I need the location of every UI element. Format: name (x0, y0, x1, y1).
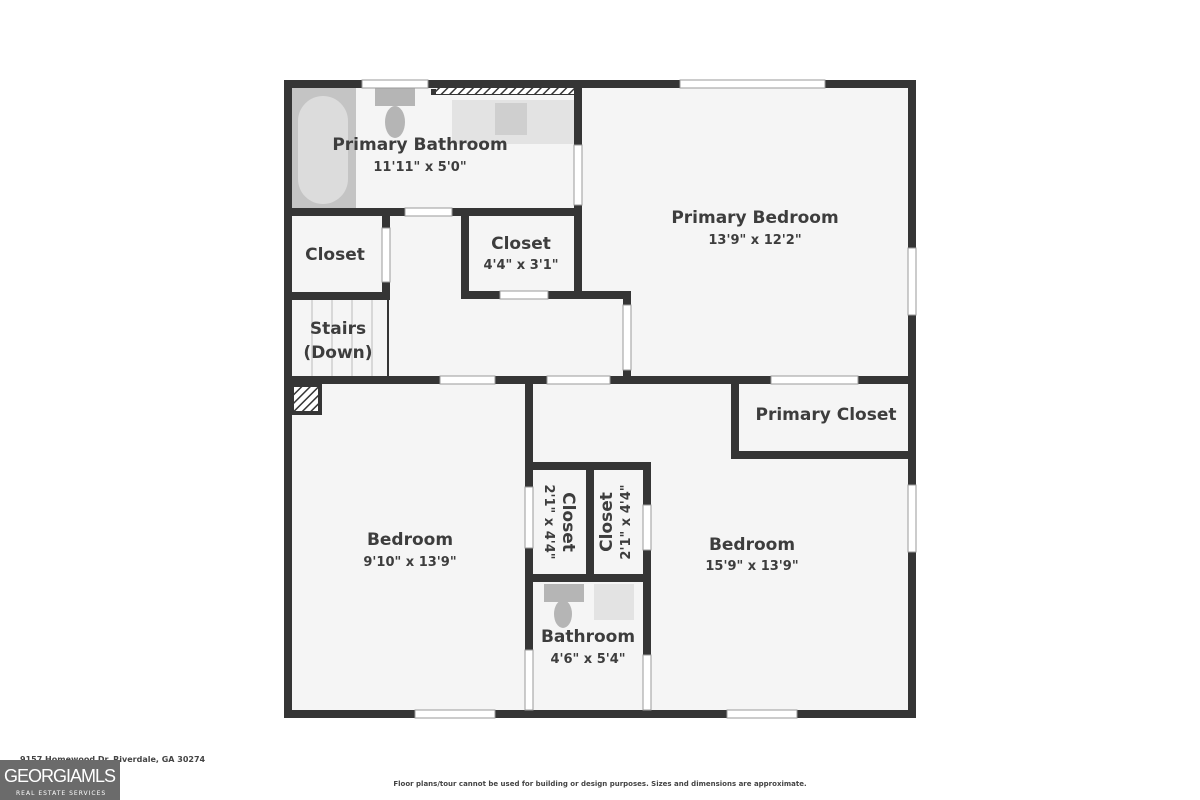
window (907, 247, 917, 316)
bathroom-dims: 4'6" x 5'4" (550, 652, 625, 667)
bathtub-basin (298, 96, 348, 204)
doorway[interactable] (770, 375, 859, 385)
toilet-bowl (554, 600, 572, 628)
closet-dims: 4'4" x 3'1" (483, 258, 558, 273)
window (361, 79, 429, 89)
bedroom-dims: 15'9" x 13'9" (705, 559, 798, 574)
window (726, 709, 798, 719)
bedroom-label: Bedroom (709, 535, 795, 555)
primary-closet-label: Primary Closet (756, 405, 897, 425)
doorway[interactable] (573, 144, 583, 206)
closet-label: Closet (597, 492, 617, 552)
doorway[interactable] (439, 375, 496, 385)
window (679, 79, 826, 89)
hatched-wall (436, 88, 574, 94)
doorway[interactable] (546, 375, 611, 385)
logo-subtext: REAL ESTATE SERVICES (16, 790, 107, 797)
toilet-icon (375, 88, 415, 106)
chimney-hatch (290, 383, 322, 415)
doorway[interactable] (524, 486, 534, 549)
openings (361, 79, 917, 719)
doorway[interactable] (642, 654, 652, 711)
primary-bathroom-label: Primary Bathroom (332, 135, 507, 155)
doorway[interactable] (622, 304, 632, 371)
sink-icon (594, 584, 634, 620)
doorway[interactable] (642, 504, 652, 551)
doorway[interactable] (404, 207, 453, 217)
closet-dims: 2'1" x 4'4" (541, 484, 556, 559)
stairs-label: Stairs (310, 319, 366, 339)
primary-bathroom-dims: 11'11" x 5'0" (373, 160, 466, 175)
logo-text: GEORGIAMLS (4, 766, 116, 786)
stair-treads (311, 300, 373, 376)
stairs-label-2: (Down) (303, 343, 372, 363)
doorway[interactable] (524, 649, 534, 711)
primary-bedroom-dims: 13'9" x 12'2" (708, 233, 801, 248)
toilet-icon (544, 584, 584, 602)
sink-icon (495, 103, 527, 135)
closet-label: Closet (491, 234, 551, 254)
primary-bedroom-label: Primary Bedroom (671, 208, 838, 228)
toilet-bowl (385, 106, 405, 138)
disclaimer: Floor plans/tour cannot be used for buil… (393, 780, 807, 788)
doorway[interactable] (499, 290, 549, 300)
window (907, 484, 917, 553)
georgia-mls-logo: GEORGIAMLS REAL ESTATE SERVICES (0, 760, 120, 800)
bedroom-dims: 9'10" x 13'9" (363, 555, 456, 570)
bedroom-label: Bedroom (367, 530, 453, 550)
doorway[interactable] (381, 227, 391, 283)
closet-dims: 2'1" x 4'4" (619, 484, 634, 559)
closet-label: Closet (305, 245, 365, 265)
property-address: 9157 Homewood Dr, Riverdale, GA 30274 (20, 755, 206, 764)
bathroom-label: Bathroom (541, 627, 635, 647)
closet-label: Closet (558, 492, 578, 552)
window (414, 709, 496, 719)
